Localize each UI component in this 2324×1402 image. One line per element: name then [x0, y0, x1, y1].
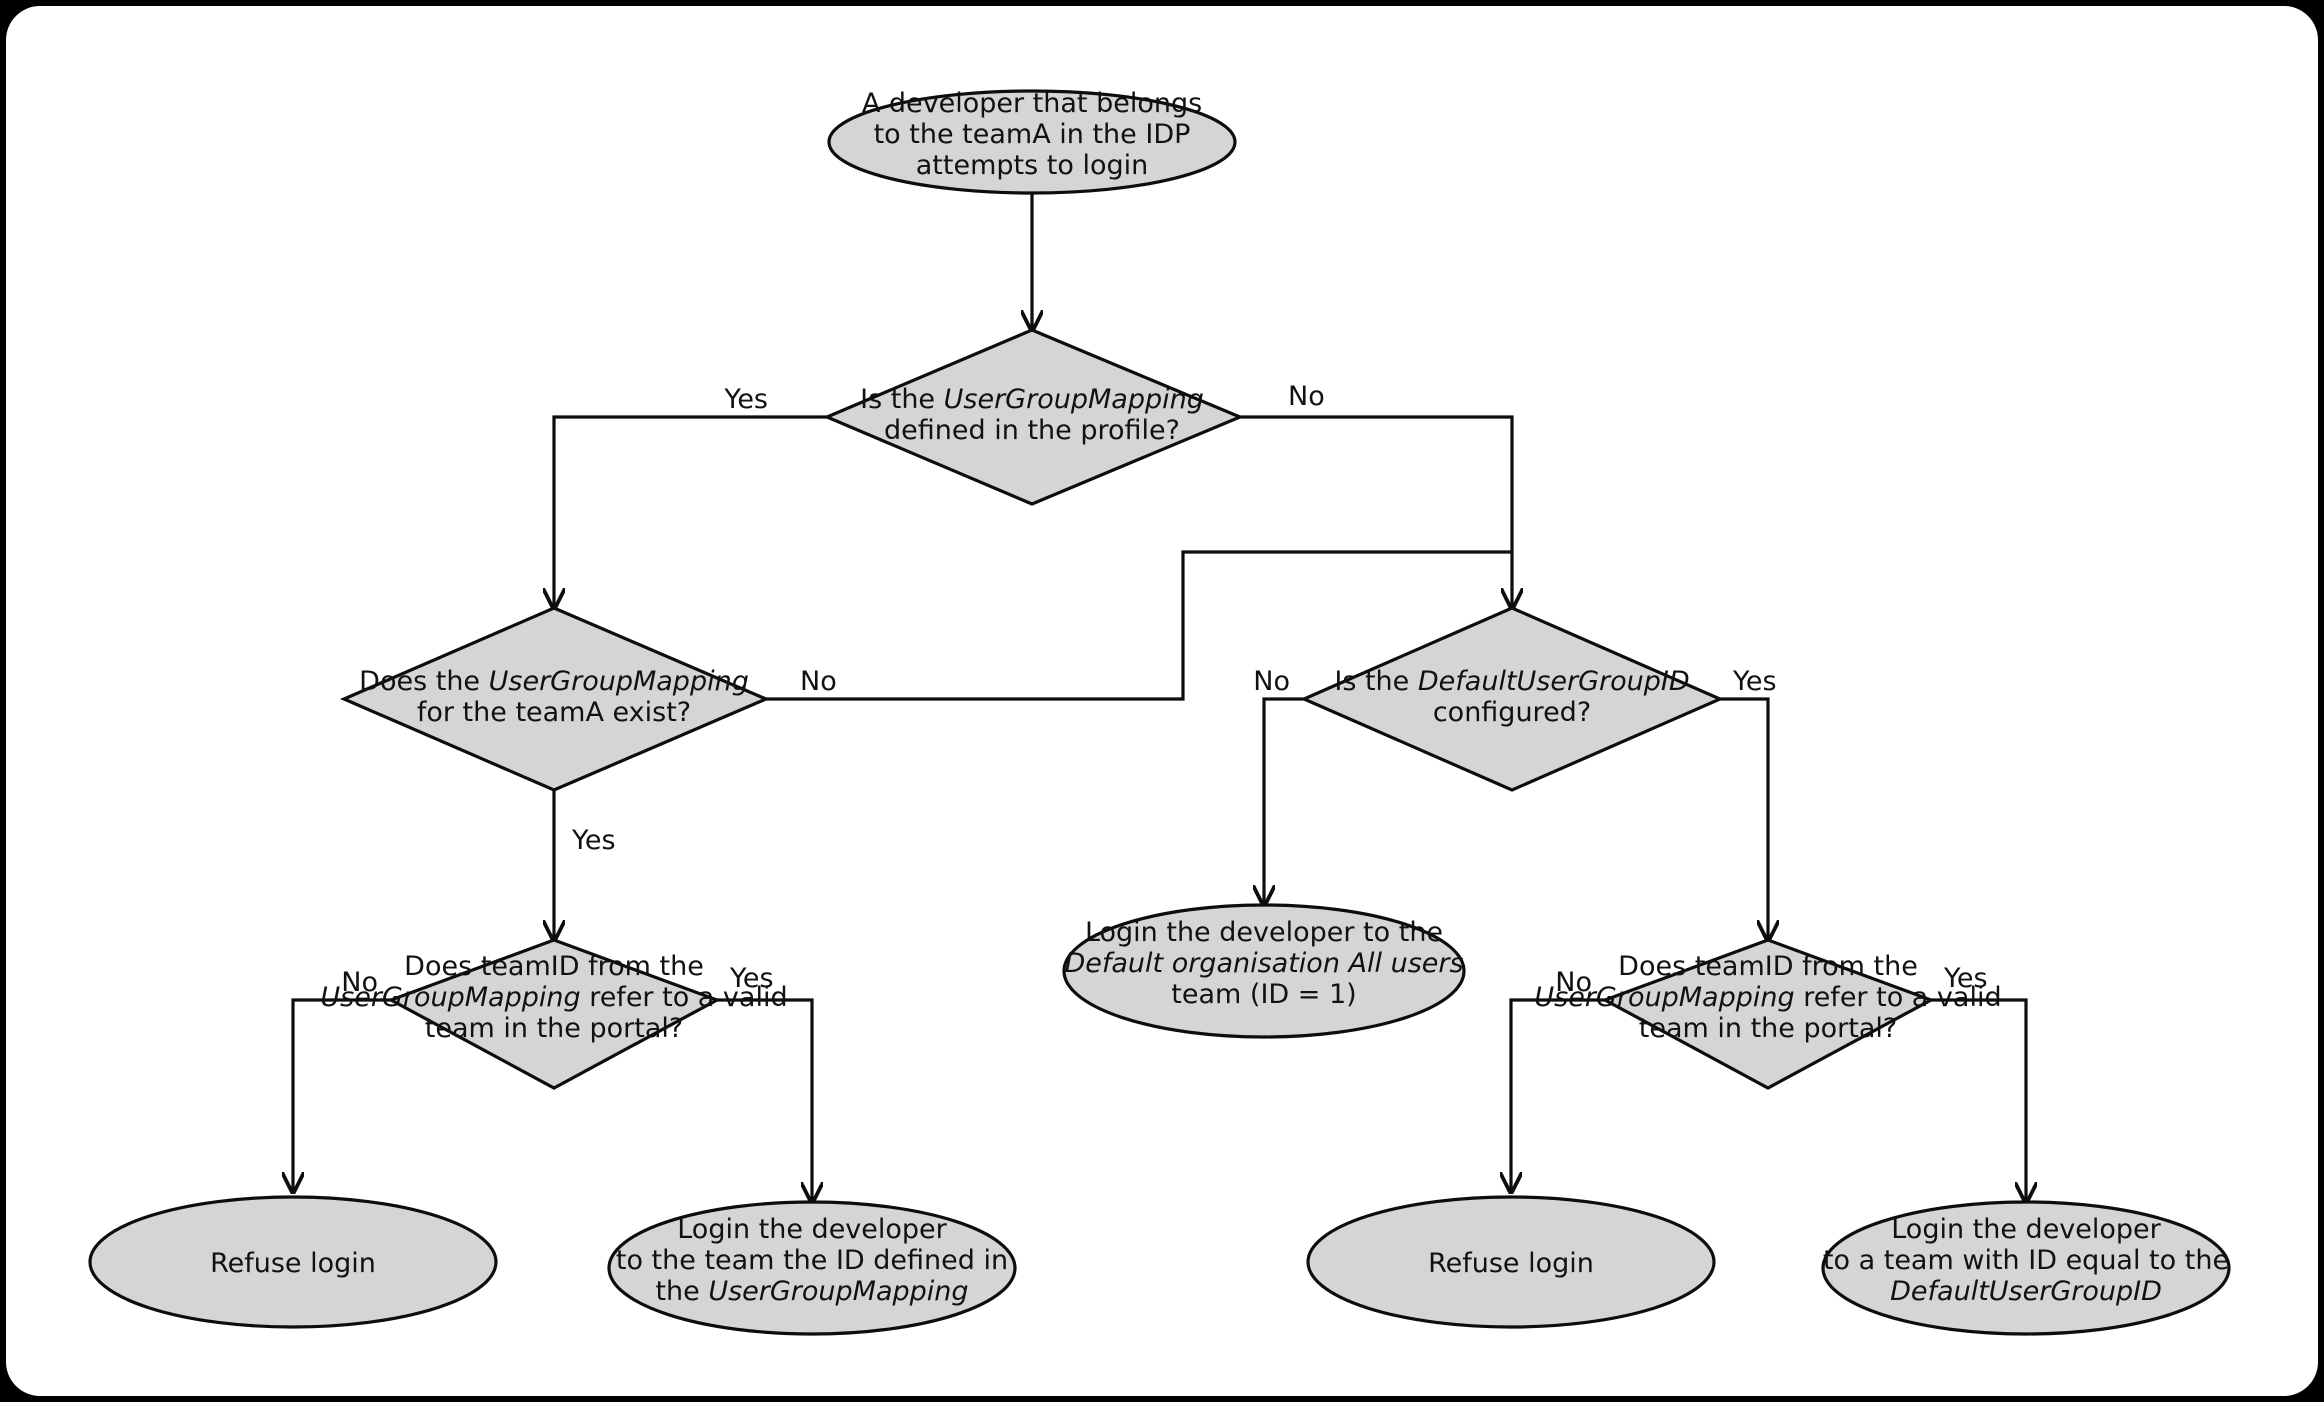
edge-label-default-group-yes: Yes — [1732, 666, 1777, 697]
login-default-org-ellipse — [1062, 903, 1466, 1039]
edge-default-group-no — [1264, 697, 1304, 905]
edge-mapping-defined-no — [1240, 415, 1512, 608]
refuse-right-ellipse — [1306, 1195, 1716, 1329]
edge-default-group-yes — [1720, 697, 1768, 940]
edge-label-mapping-teama-no: No — [800, 666, 837, 697]
edge-teamid-left-yes — [717, 998, 812, 1202]
mapping-teama-diamond — [339, 606, 771, 792]
refuse-left-ellipse — [88, 1195, 498, 1329]
refuse-right-text: Refuse login — [1428, 1248, 1594, 1279]
edge-mapping-defined-yes — [554, 415, 827, 608]
edge-teamid-right-no — [1511, 998, 1605, 1192]
refuse-left-text: Refuse login — [210, 1248, 376, 1279]
edge-labels: Yes No No Yes No Yes No Yes No Yes — [341, 381, 1987, 998]
start-ellipse — [827, 89, 1237, 195]
edge-mapping-teama-no — [766, 550, 1512, 701]
teamid-valid-right-diamond — [1601, 938, 1935, 1090]
node-refuse-right[interactable]: Refuse login — [1306, 1195, 1716, 1329]
edge-teamid-left-no — [293, 998, 391, 1192]
teamid-valid-left-diamond — [387, 938, 721, 1090]
mapping-defined-diamond — [822, 328, 1245, 506]
edge-label-mapping-defined-no: No — [1288, 381, 1325, 412]
edge-label-teamid-left-yes: Yes — [729, 963, 774, 994]
edges — [293, 193, 2026, 1202]
edge-label-teamid-left-no: No — [341, 967, 378, 998]
edge-label-default-group-no: No — [1253, 666, 1290, 697]
edge-label-mapping-teama-yes: Yes — [571, 825, 616, 856]
edge-label-teamid-right-no: No — [1555, 967, 1592, 998]
login-mapping-team-ellipse — [607, 1200, 1017, 1336]
node-refuse-left[interactable]: Refuse login — [88, 1195, 498, 1329]
default-group-diamond — [1300, 606, 1724, 792]
edge-label-mapping-defined-yes: Yes — [723, 384, 768, 415]
edge-teamid-right-yes — [1931, 998, 2026, 1202]
login-default-group-team-ellipse — [1821, 1200, 2231, 1336]
edge-label-teamid-right-yes: Yes — [1943, 963, 1988, 994]
